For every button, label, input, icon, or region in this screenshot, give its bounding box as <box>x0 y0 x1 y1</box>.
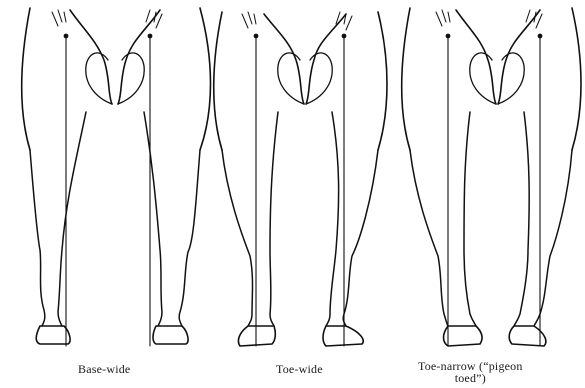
caption-base-wide: Base-wide <box>78 362 130 377</box>
hindquarters-outline <box>214 12 387 150</box>
panel-toe-narrow <box>402 8 581 346</box>
hindquarters-outline <box>22 8 211 150</box>
right-hind-leg <box>144 112 200 326</box>
plumb-line-left <box>254 34 259 346</box>
right-hind-leg <box>326 112 378 326</box>
tail-hair-icon <box>436 10 542 28</box>
left-hoof <box>238 326 275 346</box>
caption-toe-narrow: Toe-narrow (“pigeon toed”) <box>418 360 523 384</box>
plumb-line-left <box>446 34 451 346</box>
right-hind-leg <box>514 112 572 326</box>
hindquarters-outline <box>402 8 581 150</box>
left-hoof <box>36 326 70 344</box>
plumb-line-right <box>342 34 347 346</box>
left-hind-leg <box>410 112 476 326</box>
right-hoof <box>323 326 363 346</box>
panel-toe-wide <box>214 12 387 346</box>
left-hind-leg <box>30 112 86 326</box>
plumb-line-right <box>538 34 543 346</box>
plumb-line-right <box>148 34 153 346</box>
right-hoof <box>153 326 188 344</box>
tail-hair-icon <box>52 10 162 28</box>
caption-toe-wide: Toe-wide <box>276 362 323 377</box>
plumb-line-left <box>64 34 69 346</box>
left-hoof <box>444 326 483 346</box>
left-hind-leg <box>222 112 278 326</box>
panel-base-wide <box>22 8 211 346</box>
